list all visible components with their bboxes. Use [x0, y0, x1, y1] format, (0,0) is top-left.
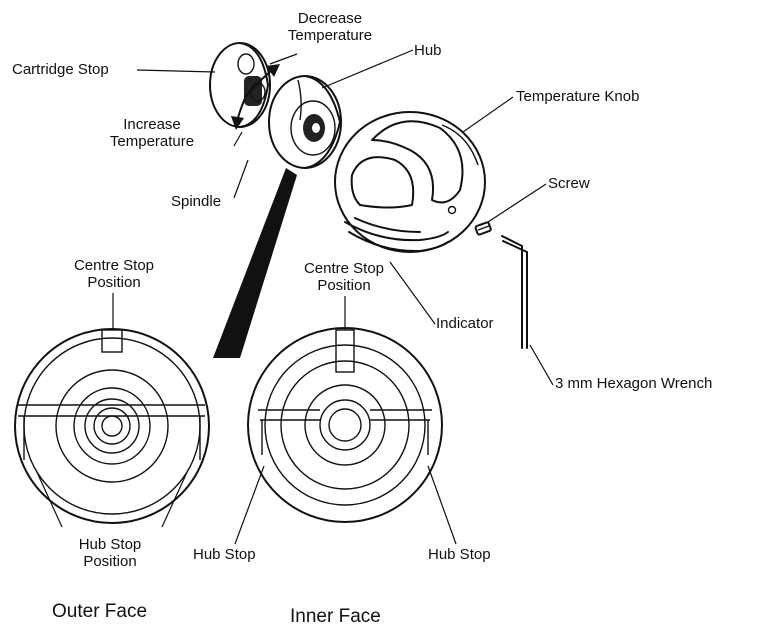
decrease-temperature-line-2: Temperature [272, 27, 388, 44]
inner-centre-stop-line-1: Centre Stop [290, 260, 398, 277]
outer-hub-stop-line-1: Hub Stop [58, 536, 162, 553]
outer-hub-stop-label: Hub Stop Position [58, 536, 162, 570]
inner-centre-stop-line-2: Position [290, 277, 398, 294]
temperature-knob-drawing [335, 112, 485, 252]
temperature-knob-label: Temperature Knob [516, 88, 639, 105]
hex-wrench-drawing [502, 236, 527, 348]
decrease-temperature-line-1: Decrease [272, 10, 388, 27]
increase-temperature-label: Increase Temperature [98, 116, 206, 150]
outer-centre-stop-label: Centre Stop Position [60, 257, 168, 291]
inner-hub-stop-right-label: Hub Stop [428, 546, 491, 563]
hub-projection-wedge [213, 168, 297, 358]
decrease-temperature-label: Decrease Temperature [272, 10, 388, 44]
spindle-label: Spindle [171, 193, 221, 210]
inner-face-drawing [248, 328, 442, 522]
increase-temperature-line-1: Increase [98, 116, 206, 133]
hub-drawing [269, 76, 341, 168]
outer-face-drawing [15, 329, 209, 523]
outer-centre-stop-line-1: Centre Stop [60, 257, 168, 274]
hub-label: Hub [414, 42, 442, 59]
screw-label: Screw [548, 175, 590, 192]
inner-hub-stop-left-label: Hub Stop [193, 546, 256, 563]
cartridge-stop-label: Cartridge Stop [12, 61, 109, 78]
hex-wrench-label: 3 mm Hexagon Wrench [555, 375, 712, 392]
inner-face-caption: Inner Face [290, 606, 381, 628]
outer-hub-stop-line-2: Position [58, 553, 162, 570]
inner-centre-stop-label: Centre Stop Position [290, 260, 398, 294]
outer-centre-stop-line-2: Position [60, 274, 168, 291]
increase-temperature-line-2: Temperature [98, 133, 206, 150]
screw-drawing [475, 222, 491, 235]
indicator-label: Indicator [436, 315, 494, 332]
outer-face-caption: Outer Face [52, 601, 147, 623]
